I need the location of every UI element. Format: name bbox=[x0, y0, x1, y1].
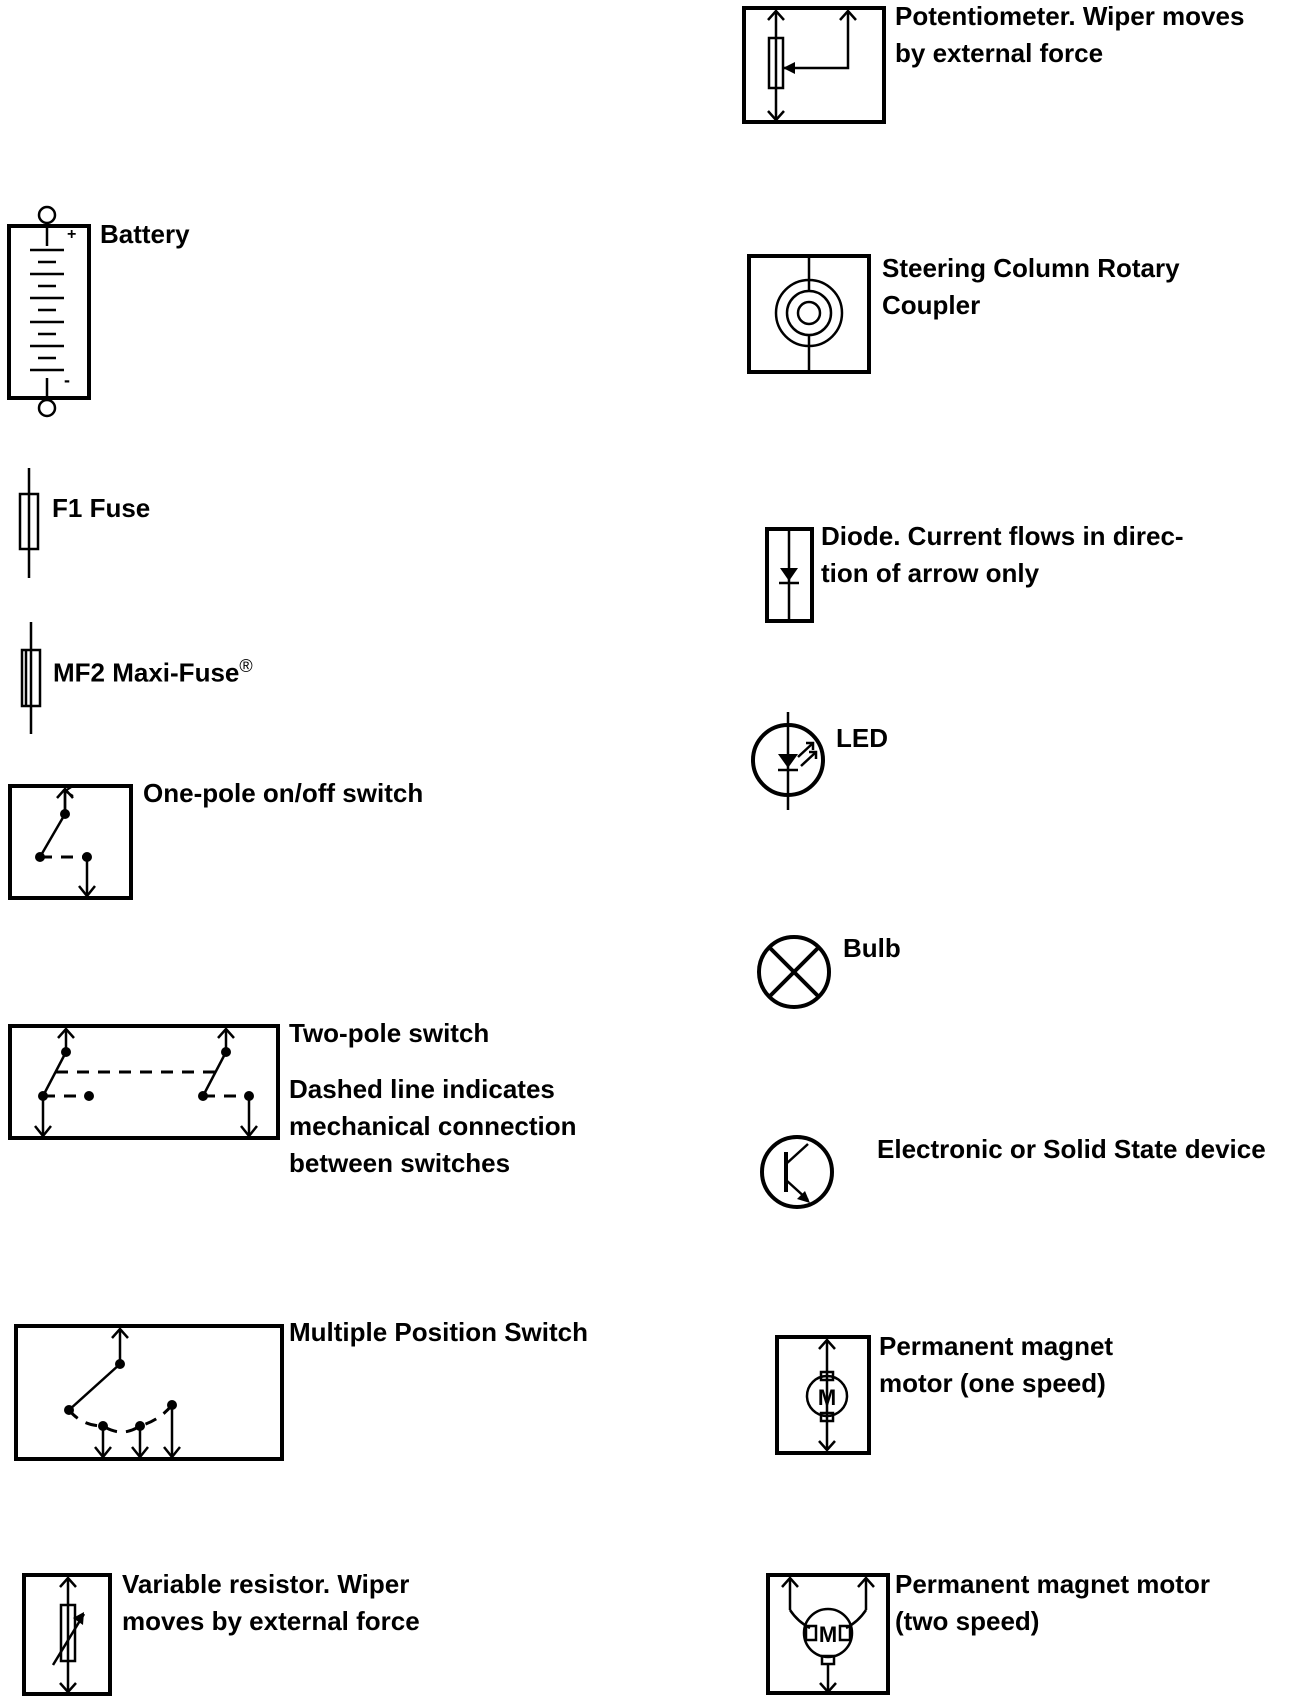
multiple-position-switch-symbol bbox=[14, 1324, 284, 1461]
two-pole-note-line-1: Dashed line indicates bbox=[289, 1074, 555, 1104]
rotary-coupler-symbol bbox=[747, 254, 871, 374]
variable-resistor-line-2: moves by external force bbox=[122, 1606, 420, 1636]
one-pole-switch-symbol bbox=[8, 784, 133, 900]
battery-plus-sign: + bbox=[67, 226, 76, 243]
potentiometer-line-2: by external force bbox=[895, 38, 1104, 68]
pm-motor-two-speed-line-2: (two speed) bbox=[895, 1606, 1040, 1636]
motor-two-speed-letter: M bbox=[819, 1622, 837, 1647]
pm-motor-two-speed-line-1: Permanent magnet motor bbox=[895, 1569, 1210, 1599]
motor-one-speed-letter: M bbox=[818, 1385, 836, 1410]
potentiometer-label: Potentiometer. Wiper moves by external f… bbox=[895, 0, 1244, 72]
registered-mark: ® bbox=[239, 656, 253, 676]
maxi-fuse-label: MF2 Maxi-Fuse® bbox=[53, 648, 253, 692]
rotary-coupler-line-2: Coupler bbox=[882, 290, 981, 320]
pm-motor-two-speed-label: Permanent magnet motor (two speed) bbox=[895, 1566, 1210, 1640]
battery-symbol: + - bbox=[7, 205, 91, 418]
pm-motor-one-speed-symbol: M bbox=[775, 1335, 871, 1455]
led-symbol bbox=[751, 712, 825, 810]
pm-motor-one-speed-line-1: Permanent magnet bbox=[879, 1331, 1114, 1361]
pm-motor-one-speed-label: Permanent magnet motor (one speed) bbox=[879, 1328, 1113, 1402]
diode-line-1: Diode. Current flows in direc- bbox=[821, 521, 1184, 551]
solid-state-device-label: Electronic or Solid State device bbox=[877, 1134, 1266, 1164]
diode-symbol bbox=[765, 527, 814, 623]
two-pole-note-line-3: between switches bbox=[289, 1148, 511, 1178]
two-pole-switch-label: Two-pole switch bbox=[289, 1018, 490, 1048]
pm-motor-two-speed-symbol: M bbox=[766, 1573, 890, 1695]
two-pole-switch-symbol bbox=[8, 1024, 280, 1140]
bulb-symbol bbox=[757, 935, 831, 1009]
diode-line-2: tion of arrow only bbox=[821, 558, 1040, 588]
two-pole-note-line-2: mechanical connection bbox=[289, 1111, 577, 1141]
maxi-fuse-label-text: MF2 Maxi-Fuse bbox=[53, 657, 240, 688]
battery-minus-sign: - bbox=[64, 370, 70, 390]
f1-fuse-label: F1 Fuse bbox=[52, 493, 151, 523]
one-pole-switch-label: One-pole on/off switch bbox=[143, 778, 424, 808]
bulb-label: Bulb bbox=[843, 933, 901, 963]
potentiometer-symbol bbox=[742, 6, 886, 124]
diode-label: Diode. Current flows in direc- tion of a… bbox=[821, 518, 1184, 592]
variable-resistor-symbol bbox=[22, 1573, 112, 1696]
pm-motor-one-speed-line-2: motor (one speed) bbox=[879, 1368, 1106, 1398]
rotary-coupler-label: Steering Column Rotary Coupler bbox=[882, 250, 1180, 324]
potentiometer-line-1: Potentiometer. Wiper moves bbox=[895, 1, 1245, 31]
multiple-position-switch-label: Multiple Position Switch bbox=[289, 1317, 588, 1347]
two-pole-switch-note: Dashed line indicates mechanical connect… bbox=[289, 1071, 577, 1182]
rotary-coupler-line-1: Steering Column Rotary bbox=[882, 253, 1180, 283]
solid-state-device-symbol bbox=[760, 1135, 834, 1209]
variable-resistor-label: Variable resistor. Wiper moves by extern… bbox=[122, 1566, 420, 1640]
f1-fuse-symbol bbox=[18, 468, 40, 578]
led-label: LED bbox=[836, 723, 888, 753]
variable-resistor-line-1: Variable resistor. Wiper bbox=[122, 1569, 410, 1599]
battery-label: Battery bbox=[100, 219, 190, 249]
maxi-fuse-symbol bbox=[20, 622, 42, 734]
